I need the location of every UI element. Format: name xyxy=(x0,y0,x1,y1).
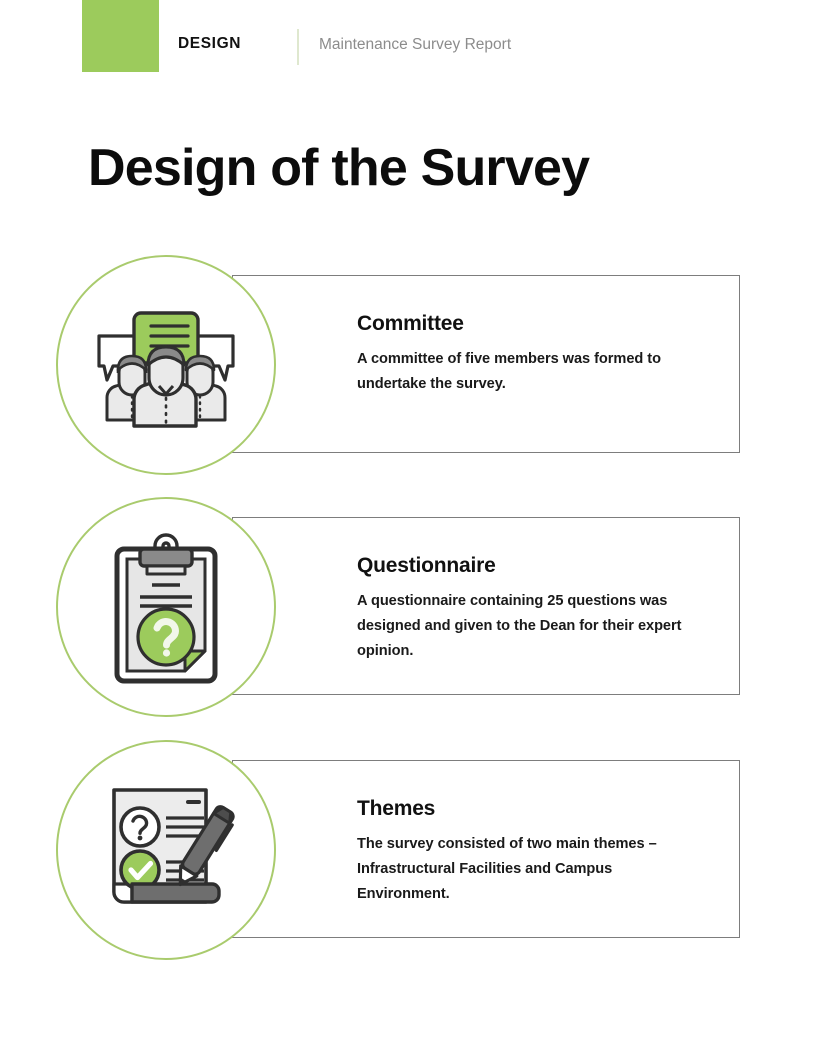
item-card: Questionnaire A questionnaire containing… xyxy=(232,517,740,695)
list-item: Committee A committee of five members wa… xyxy=(0,255,816,475)
item-title: Themes xyxy=(357,797,436,820)
item-description: A questionnaire containing 25 questions … xyxy=(357,593,682,660)
item-card: Committee A committee of five members wa… xyxy=(232,275,740,453)
item-description: A committee of five members was formed t… xyxy=(357,351,661,393)
item-text-block: Questionnaire A questionnaire containing… xyxy=(357,554,707,664)
list-item: Questionnaire A questionnaire containing… xyxy=(0,497,816,717)
item-icon-circle xyxy=(56,255,276,475)
header-eyebrow-label: DESIGN xyxy=(178,35,242,52)
header-subtitle-label: Maintenance Survey Report xyxy=(319,36,512,53)
item-icon-circle xyxy=(56,497,276,717)
header-accent-block xyxy=(82,0,159,72)
item-card: Themes The survey consisted of two main … xyxy=(232,760,740,938)
item-title: Questionnaire xyxy=(357,554,496,577)
list-item: Themes The survey consisted of two main … xyxy=(0,740,816,960)
item-title: Committee xyxy=(357,312,464,335)
page-header: DESIGN Maintenance Survey Report xyxy=(0,0,816,90)
item-icon-circle xyxy=(56,740,276,960)
page-title: Design of the Survey xyxy=(88,139,590,197)
item-description: The survey consisted of two main themes … xyxy=(357,836,657,903)
item-text-block: Themes The survey consisted of two main … xyxy=(357,797,707,907)
item-text-block: Committee A committee of five members wa… xyxy=(357,312,707,397)
header-divider xyxy=(297,29,299,65)
